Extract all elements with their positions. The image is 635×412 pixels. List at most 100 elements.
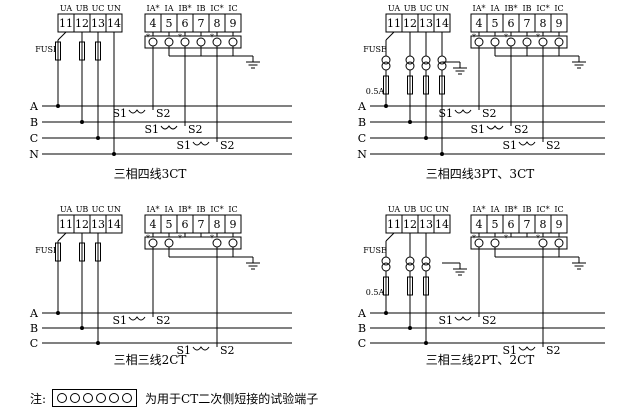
- current-terminal-number: 7: [524, 218, 531, 231]
- wiring-diagram-3: 11UA12UB13UC14UN4IA*5IA6IB*7IB8IC*9IC***…: [29, 205, 292, 367]
- bus-label: A: [357, 100, 367, 113]
- bus-label: C: [358, 132, 366, 145]
- ct-s2-label: S2: [188, 123, 203, 136]
- current-terminal-number: 4: [150, 218, 157, 231]
- bus-label: A: [29, 100, 39, 113]
- ct-s2-label: S2: [546, 344, 561, 357]
- fuse-label: FUSE: [35, 246, 59, 255]
- current-terminal-number: 6: [508, 17, 515, 30]
- polarity-mark: *: [536, 234, 540, 243]
- bus-label: C: [30, 132, 38, 145]
- pt-winding: [405, 61, 415, 71]
- ct-coil: [128, 316, 146, 321]
- ct-s2-label: S2: [156, 107, 171, 120]
- pt-winding: [381, 262, 391, 272]
- voltage-terminal-label: UB: [76, 205, 89, 214]
- voltage-terminal-number: 13: [419, 218, 433, 231]
- junction-dot: [408, 120, 412, 124]
- current-terminal-number: 9: [230, 218, 237, 231]
- voltage-terminal-label: UC: [92, 4, 105, 13]
- current-terminal-number: 7: [524, 17, 531, 30]
- ct-coil: [454, 316, 472, 321]
- ct-s1-label: S1: [144, 123, 159, 136]
- current-terminal-label: IA: [491, 205, 500, 214]
- bus-label: N: [29, 148, 39, 161]
- voltage-terminal-number: 14: [435, 218, 449, 231]
- fuse-label: FUSE: [363, 246, 387, 255]
- test-terminal-circle: [122, 393, 133, 403]
- ct-s2-label: S2: [514, 123, 529, 136]
- current-terminal-label: IA: [165, 205, 174, 214]
- current-terminal-label: IB: [522, 205, 531, 214]
- wiring-diagram-2: 11UA12UB13UC14UN4IA*5IA6IB*7IB8IC*9IC***…: [357, 4, 605, 181]
- current-terminal-number: 7: [198, 218, 205, 231]
- bus-label: C: [30, 337, 38, 350]
- bus-label: N: [357, 148, 367, 161]
- current-terminal-label: IC*: [536, 4, 549, 13]
- ct-coil: [128, 109, 146, 114]
- voltage-terminal-number: 11: [387, 17, 401, 30]
- voltage-terminal-label: UN: [435, 205, 449, 214]
- test-terminal-circle: [490, 238, 500, 248]
- voltage-terminal-label: UA: [60, 205, 72, 214]
- fuse-label: FUSE: [35, 45, 59, 54]
- test-terminal-circle: [212, 238, 222, 248]
- polarity-mark: *: [472, 234, 476, 243]
- test-terminal-row: [470, 236, 568, 250]
- legend-note: 注: 为用于CT二次侧短接的试验端子: [30, 388, 318, 408]
- ct-coil: [518, 141, 536, 146]
- test-terminal-circle: [538, 238, 548, 248]
- ct-coil: [518, 346, 536, 351]
- test-terminal-row: [470, 35, 568, 49]
- voltage-terminal-number: 14: [107, 218, 121, 231]
- current-terminal-label: IB: [522, 4, 531, 13]
- voltage-terminal: [105, 214, 123, 234]
- ct-coil: [160, 125, 178, 130]
- junction-dot: [80, 120, 84, 124]
- ct-s1-label: S1: [176, 344, 191, 357]
- current-terminal-label: IA: [165, 4, 174, 13]
- pt-winding: [421, 262, 431, 272]
- bus-label: B: [30, 322, 38, 335]
- test-terminal-row: [144, 236, 242, 250]
- test-terminal-circle: [196, 37, 206, 47]
- test-terminal-circle: [506, 37, 516, 47]
- current-terminal-label: IC: [554, 4, 563, 13]
- voltage-terminal-label: UN: [435, 4, 449, 13]
- junction-dot: [96, 136, 100, 140]
- current-terminal-label: IB: [196, 205, 205, 214]
- voltage-terminal-number: 13: [91, 17, 105, 30]
- voltage-lead: [57, 232, 67, 242]
- junction-dot: [112, 152, 116, 156]
- polarity-mark: *: [146, 33, 150, 42]
- current-terminal-label: IA*: [147, 4, 160, 13]
- current-terminal-label: IB*: [178, 205, 191, 214]
- test-terminal-row: [144, 35, 242, 49]
- ct-s2-label: S2: [220, 344, 235, 357]
- ct-s2-label: S2: [482, 314, 497, 327]
- current-terminal-label: IC*: [210, 205, 223, 214]
- test-terminal-circle: [538, 37, 548, 47]
- polarity-mark: *: [536, 33, 540, 42]
- test-terminal-circle: [164, 238, 174, 248]
- pt-winding: [421, 55, 431, 65]
- ct-s2-label: S2: [546, 139, 561, 152]
- current-terminal-label: IA*: [473, 205, 486, 214]
- ct-coil: [192, 346, 210, 351]
- diagram-caption: 三相四线3PT、3CT: [426, 167, 535, 181]
- test-terminal-circle: [180, 37, 190, 47]
- polarity-mark: *: [504, 33, 508, 42]
- polarity-mark: *: [472, 33, 476, 42]
- test-terminal-circle: [228, 238, 238, 248]
- current-terminal-number: 5: [166, 218, 173, 231]
- test-terminal-circle: [228, 37, 238, 47]
- current-terminal-number: 4: [150, 17, 157, 30]
- current-terminal-number: 5: [492, 218, 499, 231]
- current-terminal-number: 7: [198, 17, 205, 30]
- junction-dot: [408, 326, 412, 330]
- test-terminal-circle: [490, 37, 500, 47]
- voltage-terminal-label: UB: [404, 205, 417, 214]
- ct-s1-label: S1: [502, 344, 517, 357]
- note-text: 为用于CT二次侧短接的试验端子: [145, 391, 319, 406]
- voltage-terminal-number: 11: [387, 218, 401, 231]
